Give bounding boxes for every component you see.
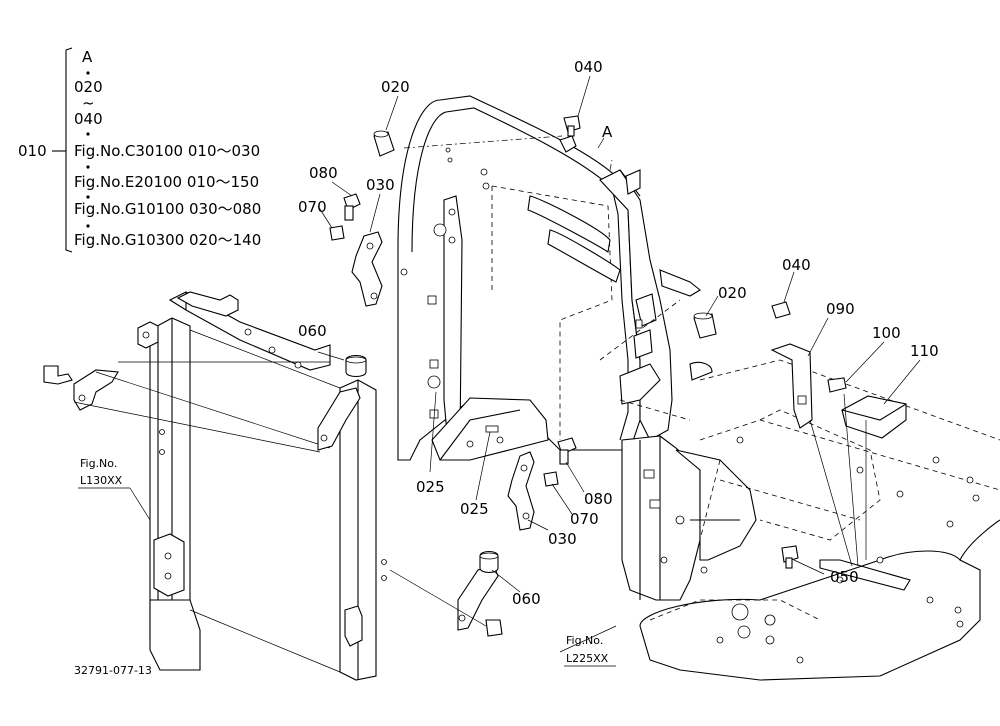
leader-lines <box>129 75 921 653</box>
part-090-bracket <box>770 343 813 429</box>
legend-dot <box>86 165 90 169</box>
callout-040-right: 040 <box>782 256 811 274</box>
callout-060-bottom: 060 <box>512 590 541 608</box>
callout-080-left: 080 <box>309 164 338 182</box>
legend-line-a: A <box>82 48 93 66</box>
legend-fig-c30100: Fig.No.C30100 010～030 <box>74 142 260 160</box>
legend-dot <box>86 224 90 228</box>
legend-line-020: 020 <box>74 78 103 96</box>
legend-bracket <box>65 47 73 253</box>
legend-line-040: 040 <box>74 110 103 128</box>
floor-deck <box>639 359 1000 681</box>
callout-070-mid: 070 <box>570 510 599 528</box>
callout-030-mid: 030 <box>548 530 577 548</box>
legend: 010 A 020 ~ 040 Fig.No.C30100 010～030 Fi… <box>18 47 261 253</box>
part-060-bottom <box>389 550 503 637</box>
left-frame-assembly <box>137 291 387 681</box>
part-020-right <box>693 312 717 339</box>
part-040-right <box>771 301 791 319</box>
legend-dot <box>86 195 90 199</box>
callout-090: 090 <box>826 300 855 318</box>
backrest-panel <box>397 95 757 601</box>
part-080-070-mid <box>543 437 577 487</box>
callout-020-top: 020 <box>381 78 410 96</box>
callout-025-b: 025 <box>460 500 489 518</box>
callout-030-left: 030 <box>366 176 395 194</box>
fig-ref-right-label: Fig.No. <box>566 634 603 647</box>
part-030-mid <box>507 451 535 531</box>
callouts: 040 020 A 080 030 070 060 020 040 090 10… <box>298 58 939 608</box>
legend-dot <box>86 132 90 136</box>
part-080-070-left <box>329 193 361 241</box>
legend-fig-e20100: Fig.No.E20100 010～150 <box>74 173 259 191</box>
fig-ref-left: Fig.No. L130XX <box>78 457 130 489</box>
fig-ref-left-label: Fig.No. <box>80 457 117 470</box>
part-050-bolt <box>781 545 799 569</box>
callout-070-left: 070 <box>298 198 327 216</box>
part-100-bolt <box>827 377 847 393</box>
fig-ref-right-code: L225XX <box>566 652 609 665</box>
legend-root-number: 010 <box>18 142 47 160</box>
callout-020-right: 020 <box>718 284 747 302</box>
part-110-pad <box>841 395 907 439</box>
callout-050: 050 <box>830 568 859 586</box>
legend-fig-g10300: Fig.No.G10300 020～140 <box>74 231 261 249</box>
callout-100: 100 <box>872 324 901 342</box>
callout-040-top: 040 <box>574 58 603 76</box>
legend-fig-g10100: Fig.No.G10100 030～080 <box>74 200 261 218</box>
callout-080-mid: 080 <box>584 490 613 508</box>
callout-110: 110 <box>910 342 939 360</box>
drawing-number: 32791-077-13 <box>74 664 152 677</box>
part-040-top <box>563 115 581 137</box>
callout-a: A <box>602 123 613 141</box>
part-030-left <box>351 231 383 307</box>
callout-025-a: 025 <box>416 478 445 496</box>
part-020-top <box>373 130 395 157</box>
legend-line-tilde: ~ <box>82 94 95 112</box>
fig-ref-right: Fig.No. L225XX <box>564 634 616 667</box>
fig-ref-left-code: L130XX <box>80 474 123 487</box>
left-bracket-060 <box>43 361 331 453</box>
callout-060-left: 060 <box>298 322 327 340</box>
legend-dot <box>86 71 90 75</box>
bracket-060-left <box>317 351 367 451</box>
